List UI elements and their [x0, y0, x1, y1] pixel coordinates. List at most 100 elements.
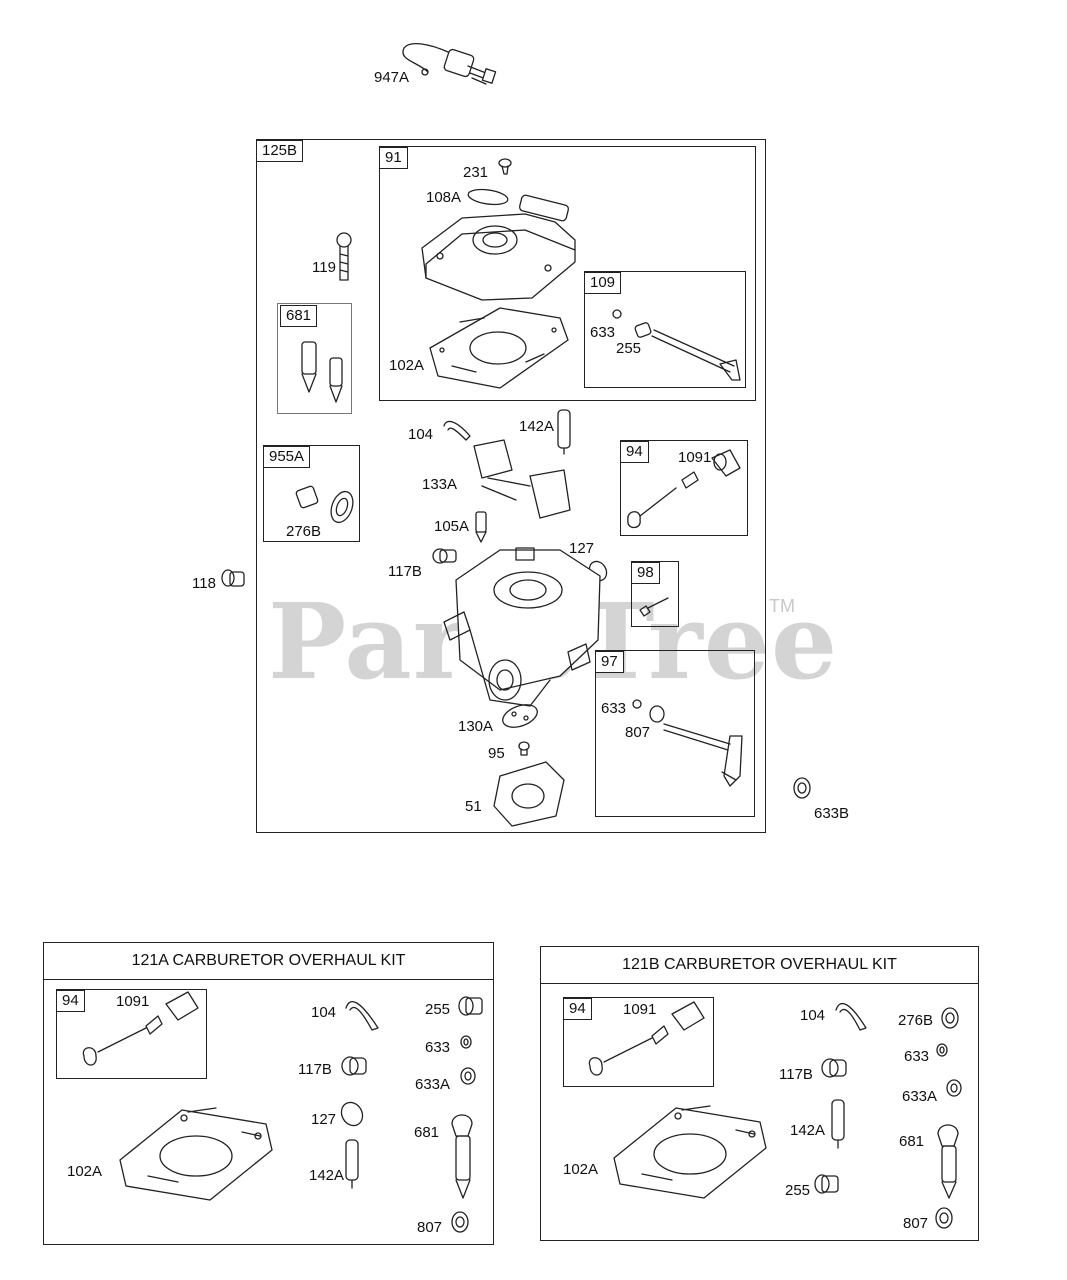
kit-a-label-117b: 117B — [298, 1061, 332, 1078]
label-97-807: 807 — [625, 724, 651, 741]
kit-b-label-633: 633 — [904, 1048, 930, 1065]
group-681-tag: 681 — [280, 305, 318, 327]
part-231-drawing — [498, 158, 512, 175]
label-947a: 947A — [374, 69, 410, 86]
label-130a: 130A — [458, 718, 494, 735]
label-231: 231 — [463, 164, 489, 181]
part-117b-drawing — [432, 548, 457, 564]
group-98-frame — [631, 561, 679, 627]
kit-a-94-drawing — [82, 991, 199, 1066]
kit-a-102a-drawing — [119, 1107, 273, 1201]
part-119-drawing — [336, 232, 352, 281]
kit-a-633a-drawing — [460, 1067, 476, 1085]
part-98-drawing — [639, 597, 669, 617]
kit-b-label-807: 807 — [903, 1215, 929, 1232]
part-955a-drawing — [295, 485, 354, 524]
kit-b-94-tag: 94 — [563, 998, 592, 1020]
kit-b-label-255: 255 — [785, 1182, 811, 1199]
part-51-drawing — [493, 761, 565, 827]
watermark-trademark: TM — [769, 596, 795, 616]
label-119: 119 — [312, 259, 336, 276]
part-108a-drawing — [467, 188, 509, 206]
part-109-drawing — [612, 309, 741, 381]
kit-a-117b-drawing — [341, 1056, 367, 1076]
kit-a-label-127: 127 — [311, 1111, 337, 1128]
kit-a-label-633: 633 — [425, 1039, 451, 1056]
group-98-tag: 98 — [631, 562, 660, 584]
kit-a-label-633a: 633A — [415, 1076, 451, 1093]
part-97-drawing — [632, 699, 743, 787]
kit-a-title: 121A CARBURETOR OVERHAUL KIT — [44, 943, 493, 980]
label-117b: 117B — [388, 563, 422, 580]
group-91-tag: 91 — [379, 147, 408, 169]
label-109-255: 255 — [616, 340, 642, 357]
group-681-frame — [277, 303, 352, 414]
label-51: 51 — [465, 798, 482, 815]
group-109-frame — [584, 271, 746, 388]
main-assembly-tag: 125B — [256, 140, 304, 162]
kit-b-681-drawing — [937, 1124, 959, 1199]
label-133a: 133A — [422, 476, 458, 493]
kit-a-label-681: 681 — [414, 1124, 440, 1141]
kit-a-frame: 121A CARBURETOR OVERHAUL KIT — [43, 942, 494, 1245]
group-97-frame — [595, 650, 755, 817]
label-94-1091: 1091 — [678, 449, 712, 466]
kit-a-label-255: 255 — [425, 1001, 451, 1018]
kit-a-94-frame — [56, 989, 207, 1079]
kit-a-633-drawing — [460, 1035, 472, 1049]
part-104-drawing — [443, 420, 471, 441]
kit-a-255-drawing — [458, 996, 483, 1016]
kit-b-142a-drawing — [831, 1099, 845, 1149]
kit-b-633-drawing — [936, 1043, 948, 1057]
label-95: 95 — [488, 745, 505, 762]
part-carburetor-body-drawing — [443, 547, 601, 707]
part-105a-drawing — [475, 511, 487, 543]
group-109-tag: 109 — [584, 272, 622, 294]
kit-b-276b-drawing — [941, 1007, 959, 1029]
kit-a-label-1091: 1091 — [116, 993, 150, 1010]
kit-a-label-807: 807 — [417, 1219, 443, 1236]
kit-b-label-1091: 1091 — [623, 1001, 657, 1018]
kit-b-633a-drawing — [946, 1079, 962, 1097]
kit-a-label-104: 104 — [311, 1004, 337, 1021]
kit-b-label-681: 681 — [899, 1133, 925, 1150]
kit-b-807-drawing — [935, 1207, 953, 1229]
part-681-drawing — [301, 341, 343, 403]
part-133a-drawing — [473, 439, 571, 519]
kit-b-94-frame — [563, 997, 714, 1087]
kit-a-104-drawing — [345, 1001, 379, 1031]
kit-a-807-drawing — [451, 1211, 469, 1233]
main-assembly-frame — [256, 139, 766, 833]
part-947a-solenoid-drawing — [402, 42, 497, 85]
kit-b-label-276b: 276B — [898, 1012, 934, 1029]
kit-b-117b-drawing — [821, 1058, 847, 1078]
kit-b-label-104: 104 — [800, 1007, 826, 1024]
kit-a-label-102a: 102A — [67, 1163, 103, 1180]
label-142a: 142A — [519, 418, 555, 435]
group-955a-tag: 955A — [263, 446, 311, 468]
kit-a-127-drawing — [340, 1101, 364, 1127]
group-94-tag: 94 — [620, 441, 649, 463]
label-105a: 105A — [434, 518, 470, 535]
kit-a-label-142a: 142A — [309, 1167, 345, 1184]
part-91-body-drawing — [421, 194, 576, 301]
kit-b-label-102a: 102A — [563, 1161, 599, 1178]
label-276b: 276B — [286, 523, 322, 540]
label-104: 104 — [408, 426, 434, 443]
kit-b-label-633a: 633A — [902, 1088, 938, 1105]
kit-b-102a-drawing — [613, 1105, 767, 1199]
kit-b-104-drawing — [835, 1002, 867, 1031]
kit-a-142a-drawing — [345, 1139, 359, 1189]
kit-a-94-tag: 94 — [56, 990, 85, 1012]
part-142a-drawing — [557, 409, 571, 455]
group-955a-frame — [263, 445, 360, 542]
part-102a-gasket-drawing — [429, 307, 569, 389]
label-118: 118 — [192, 575, 216, 592]
kit-b-label-117b: 117B — [779, 1066, 813, 1083]
group-91-frame — [379, 146, 756, 401]
label-108a: 108A — [426, 189, 462, 206]
part-118-drawing — [221, 569, 245, 587]
kit-a-681-drawing — [451, 1114, 473, 1199]
label-109-633: 633 — [590, 324, 616, 341]
